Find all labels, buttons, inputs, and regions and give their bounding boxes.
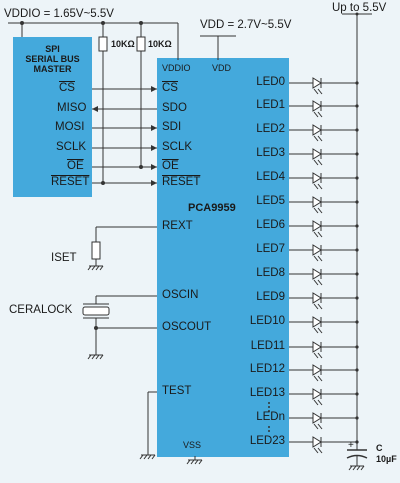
led-diode-13 — [289, 388, 359, 406]
led-diode-5 — [289, 196, 359, 214]
chip-pin-led-11: LED11 — [250, 340, 285, 352]
chip-pin-led-1: LED1 — [256, 99, 285, 111]
chip-pin-test: TEST — [162, 385, 192, 397]
chip-pin-led-5: LED5 — [256, 195, 285, 207]
ground-symbols — [87, 265, 365, 471]
led-diode-3 — [289, 148, 359, 166]
iset-label: ISET — [51, 252, 77, 264]
pullup-r1-label: 10KΩ — [111, 39, 135, 49]
chip-pin-sclk: SCLK — [162, 141, 193, 153]
chip-pin-cs: CS — [162, 82, 178, 94]
chip-pin-led-7: LED7 — [256, 243, 285, 255]
vdd-supply-label: VDD = 2.7V~5.5V — [200, 19, 292, 31]
chip-pin-rext: REXT — [162, 220, 193, 232]
master-title-line3: MASTER — [33, 64, 72, 74]
led-supply-label: Up to 5.5V — [332, 2, 387, 14]
pullup-r2-label: 10KΩ — [148, 39, 172, 49]
chip-pin-led-9: LED9 — [256, 291, 285, 303]
led-diode-14 — [289, 412, 359, 430]
iset-resistor — [91, 241, 101, 260]
chip-pin-oe: OE — [162, 160, 179, 172]
led-diode-11 — [289, 341, 359, 359]
master-pin-oe: OE — [67, 160, 84, 172]
chip-pin-vddio: VDDIO — [162, 63, 191, 73]
chip-pin-oscout: OSCOUT — [162, 321, 212, 333]
master-title-line1: SPI — [45, 44, 60, 54]
chip-pin-led-8: LED8 — [256, 267, 285, 279]
chip-pin-vss: VSS — [183, 440, 202, 450]
master-pin-sclk: SCLK — [56, 141, 87, 153]
master-pin-cs: CS — [59, 82, 75, 94]
chip-pin-vdd: VDD — [212, 63, 232, 73]
chip-pin-sdi: SDI — [162, 121, 182, 133]
chip-pin-sdo: SDO — [162, 102, 187, 114]
chip-pin-led-3: LED3 — [256, 147, 285, 159]
led-diode-10 — [289, 316, 359, 334]
chip-pin-led-15: LED23 — [249, 435, 285, 447]
led-diode-15 — [289, 436, 359, 454]
led-diode-1 — [289, 100, 359, 118]
chip-pin-led-13: LED13 — [249, 387, 285, 399]
led-diode-4 — [289, 172, 359, 190]
chip-pin-led-10: LED10 — [249, 315, 285, 327]
led-diode-2 — [289, 124, 359, 142]
chip-pin-led-6: LED6 — [256, 219, 285, 231]
master-pin-miso: MISO — [57, 102, 87, 114]
pullup-resistor-1 — [98, 36, 108, 52]
chip-pin-oscin: OSCIN — [162, 289, 199, 301]
ceralock-label: CERALOCK — [9, 304, 73, 316]
led-diode-0 — [289, 77, 359, 95]
vddio-supply-label: VDDIO = 1.65V~5.5V — [4, 8, 114, 20]
led-diode-7 — [289, 244, 359, 262]
led-diode-strings — [289, 77, 359, 454]
ceralock-resonator — [82, 306, 110, 316]
chip-pin-led-4: LED4 — [256, 171, 285, 183]
master-pin-mosi: MOSI — [55, 121, 85, 133]
capacitor-name: C — [376, 443, 383, 453]
master-title-line2: SERIAL BUS — [25, 54, 80, 64]
pca9959-chip-block — [157, 58, 289, 457]
led-diode-9 — [289, 292, 359, 310]
chip-pin-led-12: LED12 — [249, 363, 285, 375]
capacitor-polarity: + — [348, 440, 354, 451]
master-pin-reset: RESET — [51, 176, 90, 188]
chip-pin-led-14: LEDn — [256, 411, 285, 423]
chip-name: PCA9959 — [188, 202, 236, 214]
chip-pin-led-0: LED0 — [256, 76, 285, 88]
capacitor-value: 10µF — [376, 454, 397, 464]
led-diode-6 — [289, 220, 359, 238]
led-diode-8 — [289, 268, 359, 286]
chip-pin-reset: RESET — [162, 176, 201, 188]
spi-master-block — [13, 37, 92, 197]
pullup-resistor-2 — [136, 36, 146, 52]
chip-pin-led-2: LED2 — [256, 123, 285, 135]
led-diode-12 — [289, 364, 359, 382]
